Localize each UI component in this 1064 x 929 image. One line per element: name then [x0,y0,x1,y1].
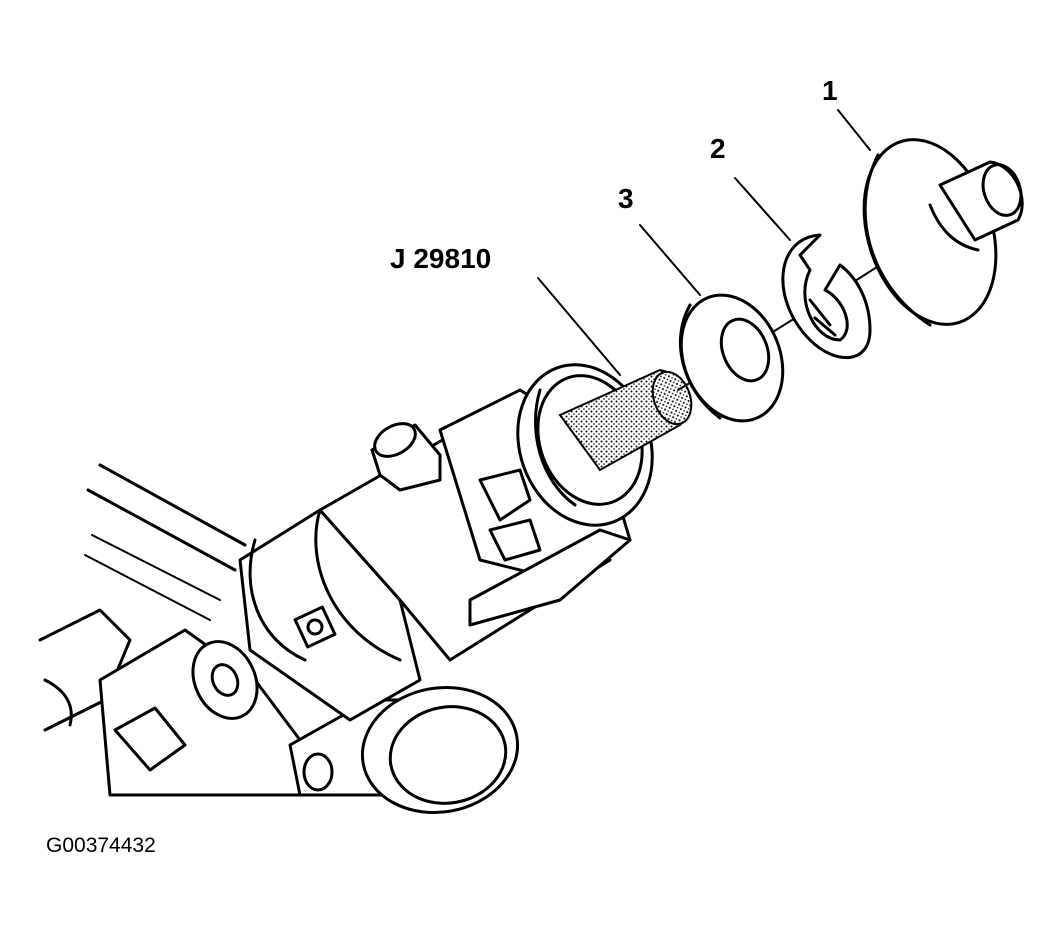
callout-3: 3 [618,183,634,214]
callout-tool-j29810: J 29810 [390,243,491,274]
figure-id: G00374432 [46,834,156,857]
seal-installer-tool-j29810 [558,368,693,472]
callout-1: 1 [822,75,838,106]
part-3-seal [678,293,785,423]
part-2-retaining-ring [781,233,872,360]
callout-2: 2 [710,133,726,164]
part-1-cap [862,138,1024,327]
leader-lines [537,109,871,376]
